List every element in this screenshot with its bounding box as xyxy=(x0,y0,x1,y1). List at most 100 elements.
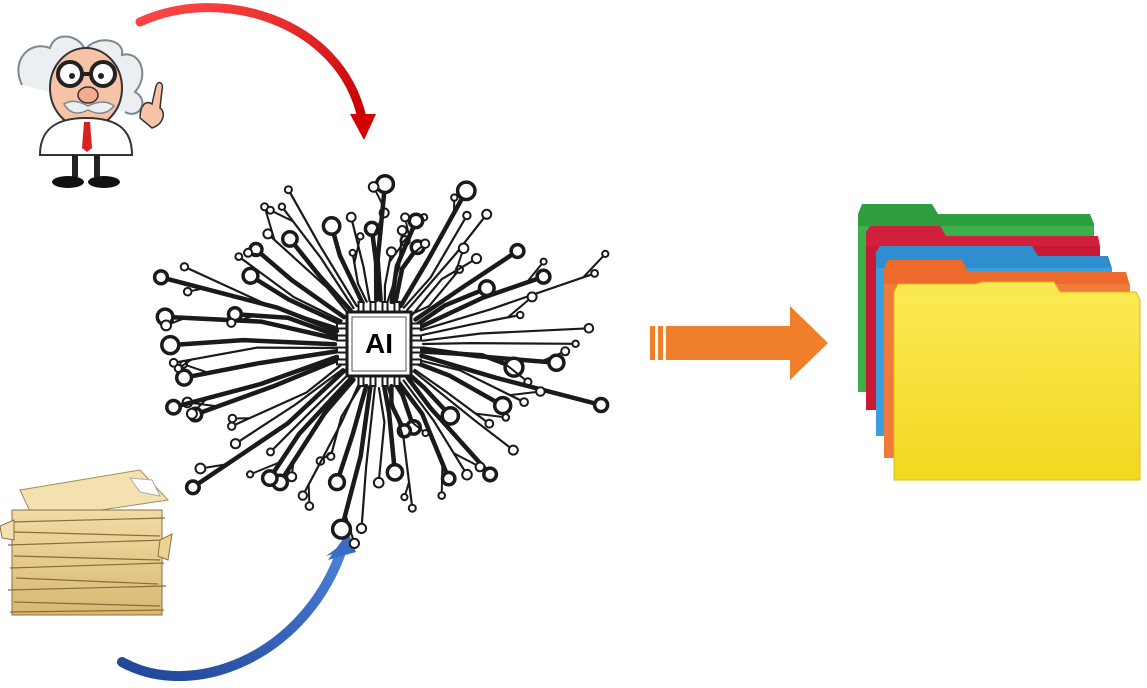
circuit-node xyxy=(503,356,525,378)
circuit-node xyxy=(227,413,238,424)
circuit-node xyxy=(356,232,365,241)
circuit-node xyxy=(482,466,499,483)
circuit-node xyxy=(348,248,357,257)
circuit-node xyxy=(509,242,526,260)
circuit-trace xyxy=(339,384,373,532)
circuit-trace xyxy=(230,364,342,428)
circuit-branch xyxy=(440,462,444,497)
circuit-trace xyxy=(407,372,453,419)
circuit-node xyxy=(243,247,254,258)
circuit-node xyxy=(194,462,207,475)
circuit-node xyxy=(501,413,511,422)
circuit-node xyxy=(246,470,255,479)
circuit-branch xyxy=(474,412,507,419)
circuit-trace xyxy=(234,368,344,445)
circuit-node xyxy=(348,537,360,550)
circuit-node xyxy=(327,473,347,492)
circuit-trace xyxy=(410,268,461,316)
circuit-trace xyxy=(402,214,468,309)
circuit-node xyxy=(590,269,599,278)
circuit-node xyxy=(421,429,430,438)
circuit-node xyxy=(419,238,431,249)
circuit-node xyxy=(385,463,405,482)
circuit-trace xyxy=(421,313,522,337)
circuit-trace xyxy=(190,368,347,490)
circuit-node xyxy=(484,418,495,429)
circuit-trace xyxy=(280,205,355,310)
circuit-node xyxy=(266,447,275,457)
circuit-branch xyxy=(353,235,362,265)
circuit-trace xyxy=(413,248,520,322)
circuit-node xyxy=(461,468,473,481)
circuit-trace xyxy=(411,257,478,317)
circuit-node xyxy=(470,253,483,265)
circuit-node xyxy=(519,397,529,408)
circuit-node xyxy=(571,339,580,348)
circuit-node xyxy=(583,323,595,334)
circuit-node xyxy=(160,334,181,356)
circuit-node xyxy=(592,396,610,414)
circuit-node xyxy=(184,479,201,496)
circuit-node xyxy=(367,181,380,193)
circuit-node xyxy=(440,406,461,426)
circuit-branch xyxy=(525,260,545,284)
circuit-node xyxy=(455,180,477,202)
circuit-node xyxy=(297,490,308,501)
circuit-node xyxy=(227,421,237,431)
circuit-trace xyxy=(418,359,526,404)
circuit-trace xyxy=(369,226,379,303)
circuit-node xyxy=(160,319,173,332)
circuit-trace xyxy=(329,223,365,306)
circuit-node xyxy=(474,461,486,473)
red-curved-arrow xyxy=(135,3,376,140)
circuit-node xyxy=(560,346,571,357)
circuit-node xyxy=(515,310,525,320)
circuit-trace xyxy=(377,386,386,484)
circuit-trace xyxy=(193,357,341,417)
circuit-trace xyxy=(412,370,515,452)
circuit-node xyxy=(173,363,183,373)
circuit-node xyxy=(226,317,237,328)
circuit-trace xyxy=(389,383,407,434)
circuit-node xyxy=(277,202,287,211)
circuit-trace xyxy=(393,382,416,430)
circuit-node xyxy=(179,262,190,272)
circuit-trace xyxy=(253,247,347,320)
circuit-trace xyxy=(421,342,577,346)
circuit-node xyxy=(507,444,519,456)
circuit-node xyxy=(374,173,396,195)
circuit-trace xyxy=(162,314,338,341)
circuit-node xyxy=(457,242,470,255)
circuit-trace xyxy=(382,385,398,475)
circuit-branch xyxy=(263,205,276,241)
scientist-icon xyxy=(17,35,165,188)
circuit-node xyxy=(407,212,425,230)
circuit-branch xyxy=(504,363,529,383)
circuit-node xyxy=(182,286,193,297)
circuit-trace xyxy=(419,272,596,332)
circuit-node xyxy=(539,257,548,266)
paper-stack-icon xyxy=(0,469,173,616)
circuit-branch xyxy=(182,363,210,374)
circuit-node xyxy=(526,291,538,303)
colored-folders-icon xyxy=(858,204,1141,481)
circuit-trace xyxy=(360,386,376,530)
circuit-trace xyxy=(402,379,469,476)
circuit-brain-icon xyxy=(152,173,610,550)
circuit-node xyxy=(321,216,342,236)
circuit-trace xyxy=(183,265,340,329)
circuit-node xyxy=(165,398,182,416)
circuit-node xyxy=(304,501,315,511)
ai-chip: AI xyxy=(336,301,422,387)
circuit-node xyxy=(437,491,447,500)
circuit-trace xyxy=(421,327,590,342)
circuit-node xyxy=(450,193,459,202)
orange-right-arrow xyxy=(650,306,828,380)
circuit-node xyxy=(535,386,546,397)
circuit-node xyxy=(355,522,368,535)
circuit-node xyxy=(400,493,409,502)
circuit-trace xyxy=(172,346,337,364)
circuit-node xyxy=(462,210,472,221)
circuit-branch xyxy=(582,252,607,279)
